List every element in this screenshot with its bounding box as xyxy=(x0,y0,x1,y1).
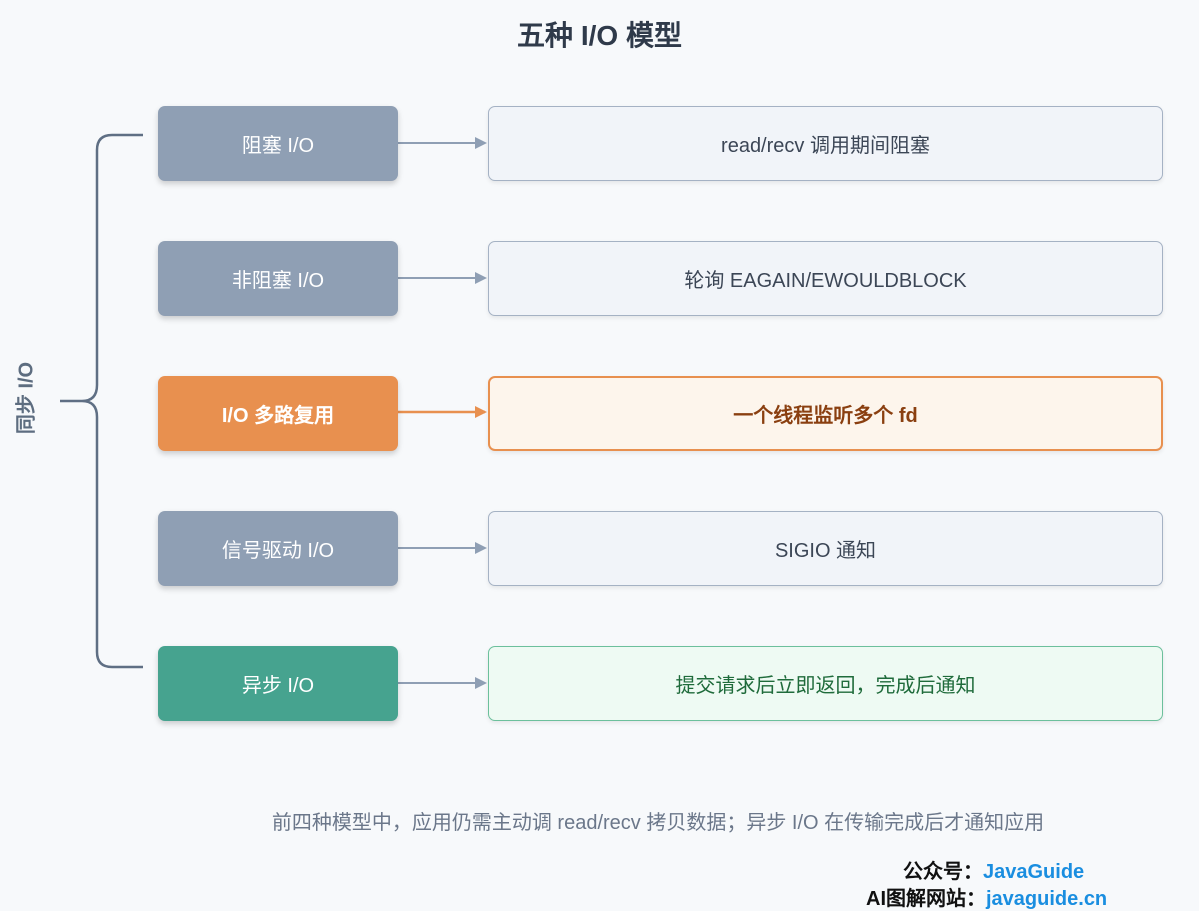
model-async-io: 异步 I/O xyxy=(158,646,398,721)
desc-io-multiplexing: 一个线程监听多个 fd xyxy=(488,376,1163,451)
branding-wechat: 公众号：JavaGuide xyxy=(903,855,1084,884)
desc-signal-driven-io: SIGIO 通知 xyxy=(488,511,1163,586)
branding-website: AI图解网站：javaguide.cn xyxy=(866,882,1107,911)
desc-async-io: 提交请求后立即返回，完成后通知 xyxy=(488,646,1163,721)
wechat-label: 公众号： xyxy=(903,861,983,883)
model-signal-driven-io: 信号驱动 I/O xyxy=(158,511,398,586)
website-link[interactable]: javaguide.cn xyxy=(986,888,1108,910)
model-blocking-io: 阻塞 I/O xyxy=(158,106,398,181)
desc-blocking-io: read/recv 调用期间阻塞 xyxy=(488,106,1163,181)
wechat-value: JavaGuide xyxy=(983,861,1085,883)
model-io-multiplexing: I/O 多路复用 xyxy=(158,376,398,451)
sync-io-label: 同步 I/O xyxy=(15,361,38,435)
model-nonblocking-io: 非阻塞 I/O xyxy=(158,241,398,316)
diagram-title: 五种 I/O 模型 xyxy=(517,20,682,51)
website-label: AI图解网站： xyxy=(866,888,986,910)
sync-bracket xyxy=(60,133,143,669)
footnote: 前四种模型中，应用仍需主动调 read/recv 拷贝数据；异步 I/O 在传输… xyxy=(271,812,1045,834)
desc-nonblocking-io: 轮询 EAGAIN/EWOULDBLOCK xyxy=(488,241,1163,316)
